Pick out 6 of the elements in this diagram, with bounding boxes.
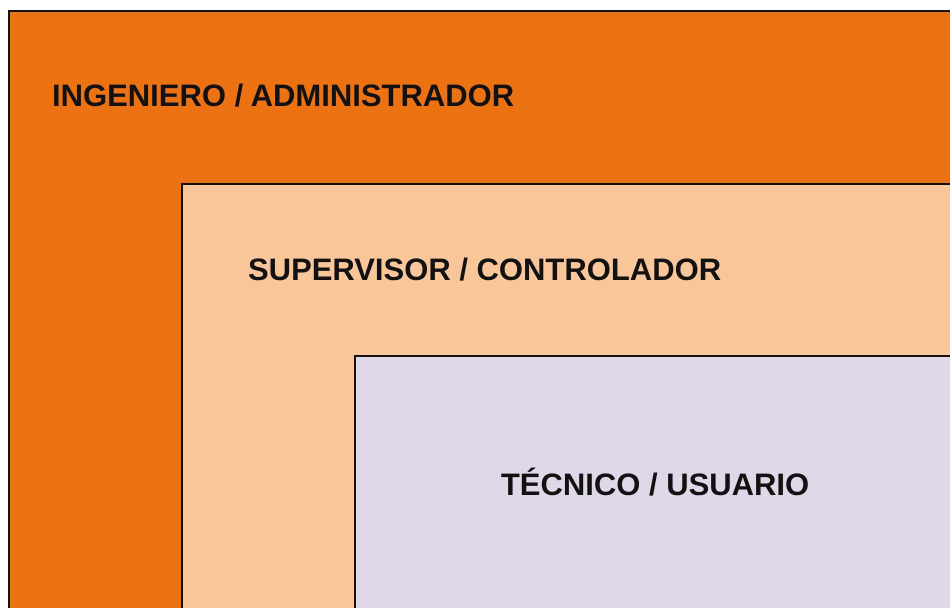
box-title: TÉCNICO / USUARIO — [500, 467, 810, 503]
nested-box — [181, 183, 950, 608]
box-title: SUPERVISOR / CONTROLADOR — [248, 252, 722, 288]
nested-box — [354, 355, 950, 608]
nested-box — [8, 10, 950, 608]
box-title: INGENIERO / ADMINISTRADOR — [52, 78, 514, 114]
